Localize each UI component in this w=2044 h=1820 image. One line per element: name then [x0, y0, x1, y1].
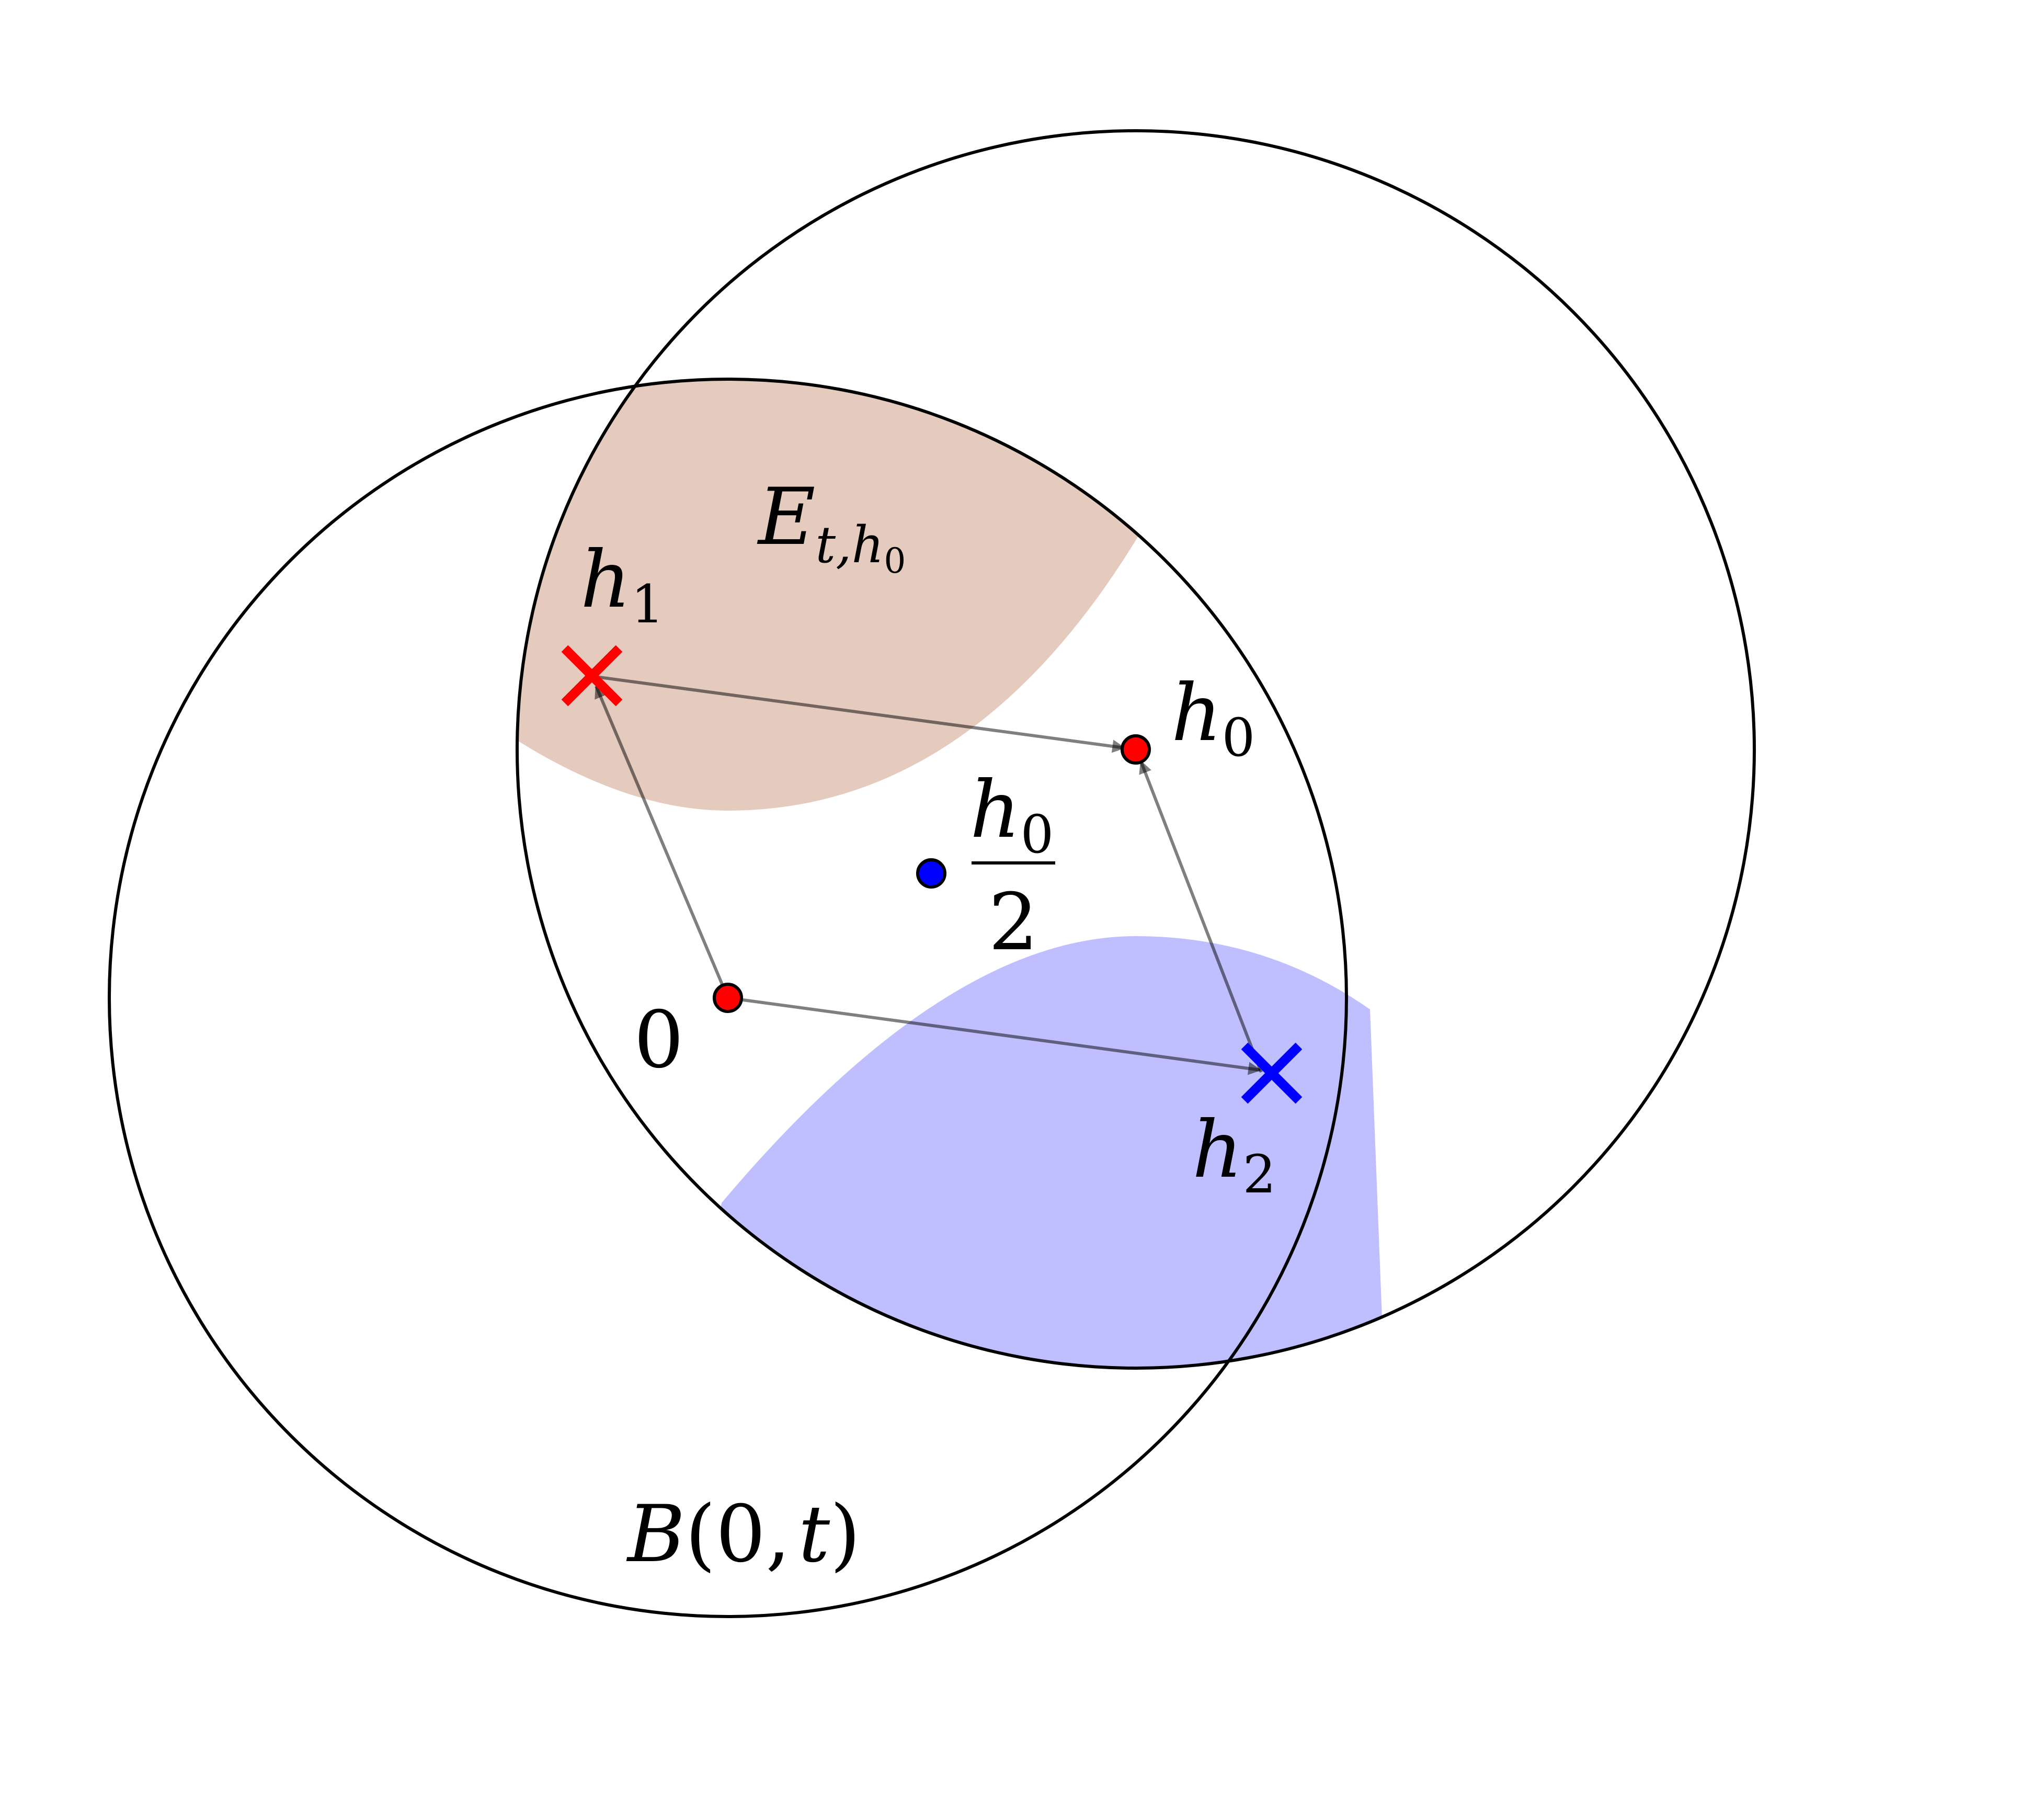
label-ball-b-0-t: B(0,t)	[626, 1489, 861, 1580]
svg-text:h0: h0	[970, 765, 1054, 865]
label-origin: 0	[634, 995, 683, 1086]
svg-text:2: 2	[988, 877, 1038, 968]
ball-b-0-t-circle	[108, 378, 1348, 1618]
arrow-origin-to-h1	[595, 685, 729, 999]
cross-h1-marker	[561, 645, 623, 707]
cross-h2-marker	[1241, 1042, 1303, 1104]
point-h0	[1121, 734, 1151, 765]
arrow-h1-to-h0	[591, 675, 1126, 753]
label-h2: h2	[1192, 1105, 1276, 1205]
point-origin	[713, 983, 743, 1013]
arrow-origin-to-h2	[727, 996, 1262, 1075]
ball-h0-circle	[516, 129, 1756, 1370]
label-h0-over-2: h0 2	[970, 765, 1055, 968]
label-h0: h0	[1171, 668, 1255, 768]
label-h1: h1	[580, 534, 664, 635]
arrow-h2-to-h0	[1139, 760, 1263, 1073]
label-e-t-h0: Et,h0	[757, 472, 906, 581]
point-half-h0	[916, 858, 946, 889]
region-e-t-h0	[517, 379, 1140, 811]
region-bottom-blue	[680, 936, 1386, 1368]
